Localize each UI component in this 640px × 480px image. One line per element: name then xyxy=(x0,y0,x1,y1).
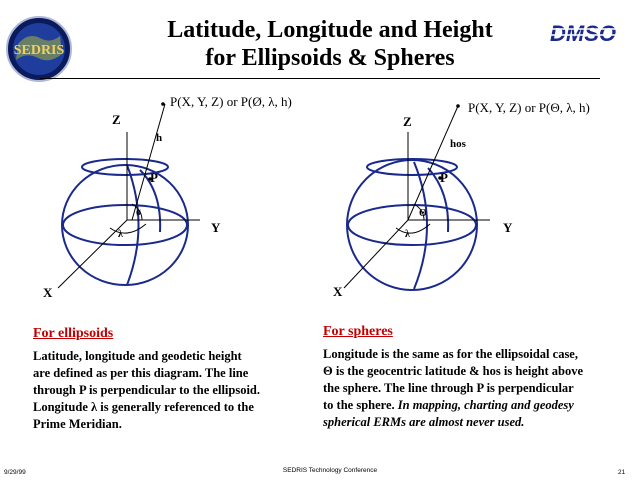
y-axis-label: Y xyxy=(211,220,221,235)
sphere-heading: For spheres xyxy=(323,324,393,339)
ellipsoid-line-1: Latitude, longitude and geodetic height xyxy=(33,349,242,363)
ellipsoid-top-parallel xyxy=(81,158,169,176)
ellipsoid-equator xyxy=(62,204,188,246)
point-label: P(X, Y, Z) or P(Ø, λ, h) xyxy=(170,94,292,109)
ellipsoid-line-2: are defined as per this diagram. The lin… xyxy=(33,366,249,380)
sphere-y-axis-label: Y xyxy=(503,220,513,235)
ellipsoid-section: For ellipsoids Latitude, longitude and g… xyxy=(33,326,313,433)
sphere-line-2: Θ is the geocentric latitude & hos is he… xyxy=(323,364,584,378)
sphere-diagram: P(X, Y, Z) or P(Θ, λ, h) Z hos P Θ λ Y X xyxy=(300,92,620,312)
p-label: P xyxy=(150,170,158,185)
sphere-line-5-italic: spherical ERMs are almost never used. xyxy=(323,415,525,429)
sphere-line-4-italic: In mapping, charting and geodesy xyxy=(397,398,574,412)
ellipsoid-line-3: through P is perpendicular to the ellips… xyxy=(33,383,261,397)
ellipsoid-description: Latitude, longitude and geodetic height … xyxy=(33,348,313,433)
ellipsoid-heading: For ellipsoids xyxy=(33,326,114,341)
ellipsoid-line-4: Longitude λ is generally referenced to t… xyxy=(33,400,254,414)
title-line-1: Latitude, Longitude and Height xyxy=(167,17,493,43)
sphere-line-4-text: to the sphere. xyxy=(323,398,395,412)
longitude-label: λ xyxy=(118,229,123,240)
header-divider xyxy=(40,78,600,79)
logo-left-text: SEDRIS xyxy=(14,43,65,58)
x-axis-label: X xyxy=(43,285,53,300)
logo-right-text: DMSO xyxy=(550,21,616,46)
sphere-x-axis-label: X xyxy=(333,284,343,299)
normal-line xyxy=(131,103,166,221)
sphere-height-label: hos xyxy=(450,138,466,150)
x-axis xyxy=(57,219,128,289)
sphere-longitude-label: λ xyxy=(405,229,410,240)
footer-page-number: 21 xyxy=(618,469,626,476)
ellipsoid-outline xyxy=(61,164,189,286)
sphere-equator xyxy=(347,204,477,246)
sphere-line-4: to the sphere. In mapping, charting and … xyxy=(323,397,633,414)
sphere-description: Longitude is the same as for the ellipso… xyxy=(323,346,633,431)
latitude-label: ø xyxy=(136,207,141,218)
dmso-logo: DMSO xyxy=(538,20,628,46)
sphere-line-5: spherical ERMs are almost never used. xyxy=(323,414,633,431)
sphere-outline xyxy=(346,159,478,291)
z-axis-label: Z xyxy=(112,112,121,127)
ellipsoid-meridian-front xyxy=(139,169,162,233)
sphere-z-axis-label: Z xyxy=(403,114,412,129)
footer-conference: SEDRIS Technology Conference xyxy=(282,467,378,474)
title-line-2: for Ellipsoids & Spheres xyxy=(205,45,455,71)
sphere-point-label: P(X, Y, Z) or P(Θ, λ, h) xyxy=(468,100,590,115)
ellipsoid-diagram: P(X, Y, Z) or P(Ø, λ, h) Z h P ø λ Y X xyxy=(0,92,320,312)
sphere-normal-line xyxy=(407,105,459,221)
ellipsoid-meridian xyxy=(126,164,140,286)
ellipsoid-line-5: Prime Meridian. xyxy=(33,417,122,431)
sphere-latitude-label: Θ xyxy=(419,208,427,219)
footer-date: 9/29/99 xyxy=(4,469,26,476)
sphere-meridian-front xyxy=(427,167,450,233)
sphere-line-3: the sphere. The line through P is perpen… xyxy=(323,381,574,395)
sphere-top-parallel xyxy=(366,158,458,176)
sedris-logo: SEDRIS xyxy=(4,14,74,84)
height-label: h xyxy=(156,132,163,144)
sphere-line-1: Longitude is the same as for the ellipso… xyxy=(323,347,578,361)
page-title: Latitude, Longitude and Height for Ellip… xyxy=(120,16,540,72)
sphere-meridian xyxy=(413,161,428,290)
sphere-section: For spheres Longitude is the same as for… xyxy=(323,324,633,431)
sphere-x-axis xyxy=(343,219,409,289)
sphere-p-label: P xyxy=(440,170,448,185)
